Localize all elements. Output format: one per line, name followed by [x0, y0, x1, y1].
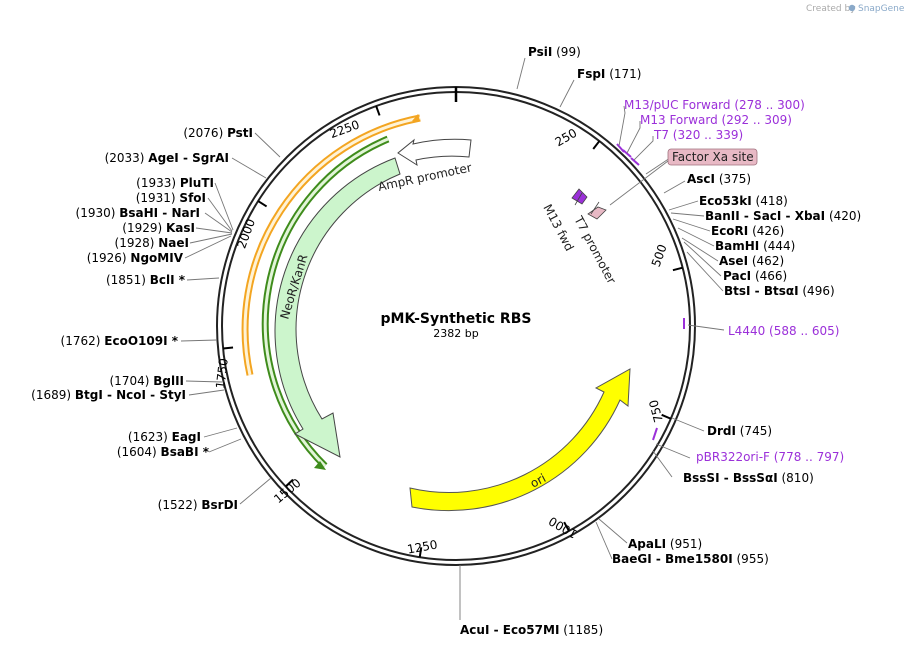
snapgene-logo-text: SnapGene	[858, 4, 905, 14]
leader-lines	[180, 57, 725, 620]
tick-mark	[563, 521, 570, 532]
restriction-site-label[interactable]: BanII - SacI - XbaI (420)	[705, 209, 861, 223]
ori-label: ori	[528, 471, 548, 491]
restriction-site-label[interactable]: BssSI - BssSαI (810)	[683, 471, 814, 485]
tick-mark	[661, 413, 672, 420]
restriction-site-label[interactable]: (1604) BsaBI *	[117, 445, 210, 459]
tick-label: 2000	[234, 217, 258, 250]
restriction-site-label[interactable]: AcuI - Eco57MI (1185)	[460, 623, 603, 637]
factor-xa-box[interactable]	[667, 148, 758, 166]
tick-mark	[222, 346, 234, 350]
restriction-site-label[interactable]: BaeGI - Bme1580I (955)	[612, 552, 769, 566]
primer-labels: M13/pUC Forward (278 .. 300)M13 Forward …	[624, 98, 844, 464]
tick-label: 750	[646, 398, 665, 424]
restriction-site-label[interactable]: (1931) SfoI	[136, 191, 206, 205]
tick-mark	[592, 140, 601, 150]
restriction-site-label[interactable]: (1704) BglII	[110, 374, 185, 388]
orf-band-green-inner	[263, 137, 389, 468]
restriction-site-label[interactable]: (1623) EagI	[128, 430, 201, 444]
restriction-site-label[interactable]: ApaLI (951)	[628, 537, 702, 551]
restriction-site-label[interactable]: (1930) BsaHI - NarI	[76, 206, 200, 220]
plasmid-size: 2382 bp	[433, 327, 478, 340]
tick-label: 1750	[213, 357, 231, 389]
primer-label[interactable]: pBR322ori-F (778 .. 797)	[696, 450, 844, 464]
orf-band-orange-inner	[243, 116, 421, 376]
restriction-site-label[interactable]: BtsI - BtsαI (496)	[724, 284, 835, 298]
restriction-site-label[interactable]: AseI (462)	[719, 254, 784, 268]
restriction-site-labels: PsiI (99) FspI (171) AscI (375) Eco53kI (41…	[31, 45, 861, 637]
primer-label[interactable]: M13 Forward (292 .. 309)	[640, 113, 792, 127]
created-by-text: Created by	[806, 4, 856, 14]
tick-marks	[222, 105, 683, 558]
restriction-site-label[interactable]: BamHI (444)	[715, 239, 795, 253]
factor-xa-label: Factor Xa site	[672, 150, 754, 164]
restriction-site-label[interactable]: FspI (171)	[577, 67, 642, 81]
restriction-site-label[interactable]: (2076) PstI	[183, 126, 253, 140]
primer-label[interactable]: M13/pUC Forward (278 .. 300)	[624, 98, 805, 112]
orange-arrowhead	[412, 114, 420, 121]
restriction-site-label[interactable]: (1689) BtgI - NcoI - StyI	[31, 388, 186, 402]
tick-label: 1000	[546, 514, 579, 541]
ampr-promoter-arrow[interactable]	[397, 138, 472, 167]
snapgene-icon	[848, 4, 856, 12]
tick-mark	[418, 547, 423, 558]
tick-mark	[257, 200, 268, 208]
plasmid-name: pMK-Synthetic RBS	[381, 311, 532, 327]
restriction-site-label[interactable]: EcoRI (426)	[711, 224, 784, 238]
factor-xa-leader	[609, 160, 669, 206]
neor-kanr-arrow[interactable]	[274, 157, 401, 458]
primer-marks	[616, 143, 685, 441]
tick-label: 1250	[406, 538, 439, 557]
restriction-site-label[interactable]: (1929) KasI	[122, 221, 195, 235]
restriction-site-label[interactable]: (1926) NgoMIV	[87, 251, 184, 265]
restriction-site-label[interactable]: (1522) BsrDI	[158, 498, 238, 512]
primer-label[interactable]: L4440 (588 .. 605)	[728, 324, 839, 338]
primer-label[interactable]: T7 (320 .. 339)	[653, 128, 743, 142]
tick-label: 500	[649, 242, 670, 268]
t7-promoter-feature[interactable]	[587, 206, 607, 220]
m13-fwd-connector	[574, 192, 583, 206]
restriction-site-label[interactable]: Eco53kI (418)	[699, 194, 788, 208]
tick-mark	[375, 105, 381, 116]
tick-label: 1500	[271, 476, 303, 506]
m13-fwd-label: M13 fwd	[540, 202, 576, 254]
restriction-site-label[interactable]: (2033) AgeI - SgrAI	[105, 151, 229, 165]
restriction-site-label[interactable]: (1851) BclI *	[106, 273, 186, 287]
restriction-site-label[interactable]: PsiI (99)	[528, 45, 581, 59]
tick-label: 250	[553, 126, 580, 150]
restriction-site-label[interactable]: DrdI (745)	[707, 424, 772, 438]
green-arrowhead	[314, 461, 326, 470]
tick-mark	[285, 478, 294, 488]
restriction-site-label[interactable]: PacI (466)	[723, 269, 787, 283]
restriction-site-label[interactable]: AscI (375)	[687, 172, 751, 186]
t7-promoter-label: T7 promoter	[571, 213, 619, 286]
restriction-site-label[interactable]: (1928) NaeI	[115, 236, 189, 250]
t7-promoter-connector	[590, 201, 600, 215]
restriction-site-label[interactable]: (1933) PluTI	[136, 176, 214, 190]
restriction-site-label[interactable]: (1762) EcoO109I *	[61, 334, 179, 348]
tick-mark	[672, 266, 683, 272]
ori-arrow[interactable]	[409, 368, 631, 512]
